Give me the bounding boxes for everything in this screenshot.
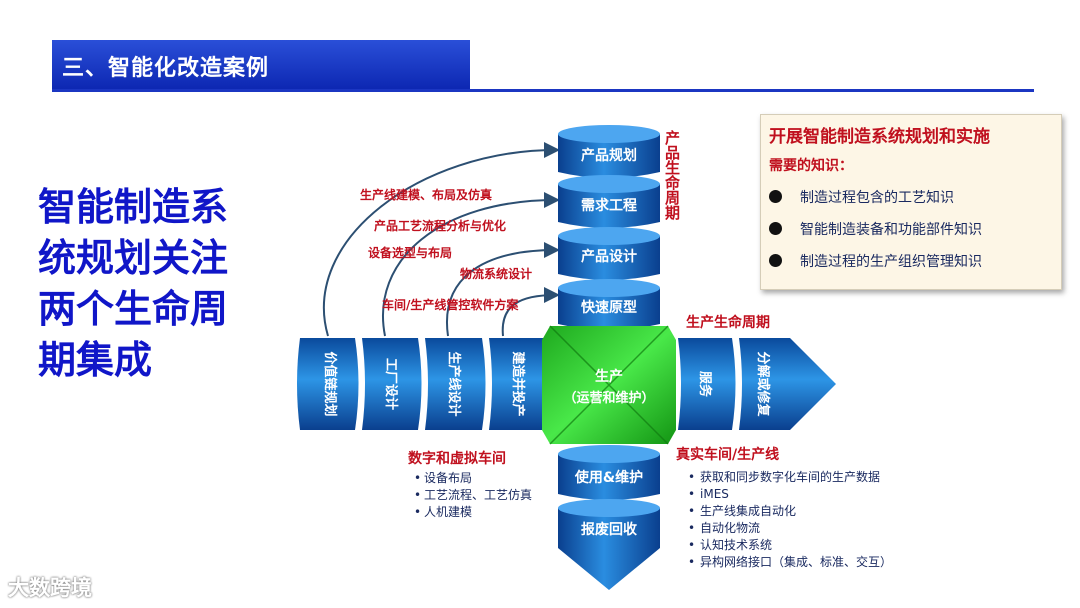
knowledge-item-text: 智能制造装备和功能部件知识 <box>800 222 982 238</box>
knowledge-item-text: 制造过程包含的工艺知识 <box>800 190 954 206</box>
knowledge-item: 制造过程包含的工艺知识 <box>769 187 1053 209</box>
real-workshop: 真实车间/生产线 • 获取和同步数字化车间的生产数据 • iMES • 生产线集… <box>676 446 892 569</box>
top-column: 产品规划 需求工程 产品设计 快速原型 <box>558 125 660 330</box>
knowledge-box-subtitle: 需要的知识： <box>769 158 853 174</box>
real-workshop-item: 认知技术系统 <box>700 538 772 552</box>
real-workshop-title: 真实车间/生产线 <box>676 446 779 463</box>
digital-workshop-item: 人机建模 <box>424 505 472 519</box>
bottom-cylinder-label: 报废回收 <box>581 521 638 538</box>
digital-workshop-title: 数字和虚拟车间 <box>408 450 506 467</box>
real-workshop-item: iMES <box>700 487 729 501</box>
top-cylinder: 快速原型 <box>558 279 660 330</box>
connector-arrow <box>501 287 560 337</box>
left-block-label: 建造并投产 <box>510 351 526 416</box>
right-block-label: 分解或修复 <box>755 351 771 417</box>
bullet-dot-icon <box>769 222 782 235</box>
list-bullet: • <box>688 487 695 501</box>
left-block: 价值链规划 <box>297 338 359 430</box>
right-block-label: 服务 <box>697 371 713 398</box>
arrow-label: 物流系统设计 <box>460 266 532 281</box>
production-lifecycle-label: 生产生命周期 <box>686 314 770 331</box>
top-cylinder: 需求工程 <box>558 175 660 228</box>
arrow-label: 生产线建模、布局及仿真 <box>360 187 492 202</box>
left-block-label: 工厂设计 <box>383 358 399 410</box>
right-block: 分解或修复 <box>739 338 836 430</box>
left-block: 建造并投产 <box>489 338 550 430</box>
bottom-cylinder: 报废回收 <box>558 499 660 590</box>
product-lifecycle-label: 产品生命周期 <box>663 129 681 221</box>
knowledge-item: 智能制造装备和功能部件知识 <box>769 219 1053 241</box>
digital-workshop-item: 工艺流程、工艺仿真 <box>424 487 532 502</box>
list-bullet: • <box>688 470 695 484</box>
bottom-cylinder-label: 使用&维护 <box>574 469 643 486</box>
arrow-label: 设备选型与布局 <box>368 245 452 260</box>
top-cylinder-label: 产品设计 <box>581 248 637 265</box>
left-heading: 智能制造系 统规划关注 两个生命周 期集成 <box>38 182 278 386</box>
connector-arrow <box>322 142 560 337</box>
right-block: 服务 <box>678 338 736 430</box>
left-block: 工厂设计 <box>362 338 422 430</box>
list-bullet: • <box>688 521 695 535</box>
watermark-text: 大数跨境 <box>8 576 92 600</box>
knowledge-box: 开展智能制造系统规划和实施 需要的知识： 制造过程包含的工艺知识 智能制造装备和… <box>760 114 1062 290</box>
left-heading-line: 两个生命周 <box>38 287 229 331</box>
arrow-labels: 生产线建模、布局及仿真 产品工艺流程分析与优化 设备选型与布局 物流系统设计 车… <box>360 187 532 312</box>
left-block-label: 生产线设计 <box>446 351 462 416</box>
left-heading-line: 期集成 <box>38 338 153 382</box>
left-block-label: 价值链规划 <box>322 351 338 416</box>
title-underline <box>52 89 1034 92</box>
left-arrow-blocks: 价值链规划 工厂设计 生产线设计 建造并投产 <box>297 338 550 430</box>
top-cylinder: 产品设计 <box>558 227 660 280</box>
arrow-label: 车间/生产线管控软件方案 <box>382 297 519 312</box>
right-arrow-blocks: 服务 分解或修复 <box>678 338 836 430</box>
center-block-line1: 生产 <box>595 368 623 385</box>
list-bullet: • <box>688 555 695 569</box>
list-bullet: • <box>414 471 421 485</box>
center-block-line2: （运营和维护） <box>563 390 654 406</box>
digital-workshop: 数字和虚拟车间 • 设备布局 • 工艺流程、工艺仿真 • 人机建模 <box>408 450 532 519</box>
top-cylinder-label: 产品规划 <box>581 147 637 164</box>
knowledge-box-title: 开展智能制造系统规划和实施 <box>769 127 990 147</box>
top-cylinder-label: 快速原型 <box>581 299 637 316</box>
list-bullet: • <box>414 505 421 519</box>
section-title-band: 三、智能化改造案例 <box>52 40 470 92</box>
knowledge-item: 制造过程的生产组织管理知识 <box>769 251 1053 273</box>
knowledge-item-text: 制造过程的生产组织管理知识 <box>800 254 982 270</box>
watermark: 大数跨境 <box>8 572 92 602</box>
section-title: 三、智能化改造案例 <box>62 56 270 81</box>
top-cylinder-label: 需求工程 <box>581 197 637 214</box>
real-workshop-item: 自动化物流 <box>700 521 760 535</box>
bullet-dot-icon <box>769 190 782 203</box>
real-workshop-item: 异构网络接口（集成、标准、交互） <box>700 554 892 569</box>
list-bullet: • <box>688 504 695 518</box>
real-workshop-item: 生产线集成自动化 <box>700 503 796 518</box>
left-heading-line: 统规划关注 <box>38 236 229 280</box>
top-cylinder: 产品规划 <box>558 125 660 178</box>
digital-workshop-item: 设备布局 <box>424 471 472 485</box>
connector-arrow <box>382 192 560 337</box>
left-block: 生产线设计 <box>425 338 486 430</box>
arrow-label: 产品工艺流程分析与优化 <box>374 218 506 233</box>
real-workshop-item: 获取和同步数字化车间的生产数据 <box>700 469 880 484</box>
center-production-block: 生产 （运营和维护） <box>542 325 676 445</box>
bottom-cylinder: 使用&维护 <box>558 445 660 500</box>
bullet-dot-icon <box>769 254 782 267</box>
connector-arrows <box>322 142 560 337</box>
bottom-column: 使用&维护 报废回收 <box>558 445 660 590</box>
left-heading-line: 智能制造系 <box>38 185 229 229</box>
list-bullet: • <box>414 488 421 502</box>
connector-arrow <box>446 242 560 337</box>
list-bullet: • <box>688 538 695 552</box>
